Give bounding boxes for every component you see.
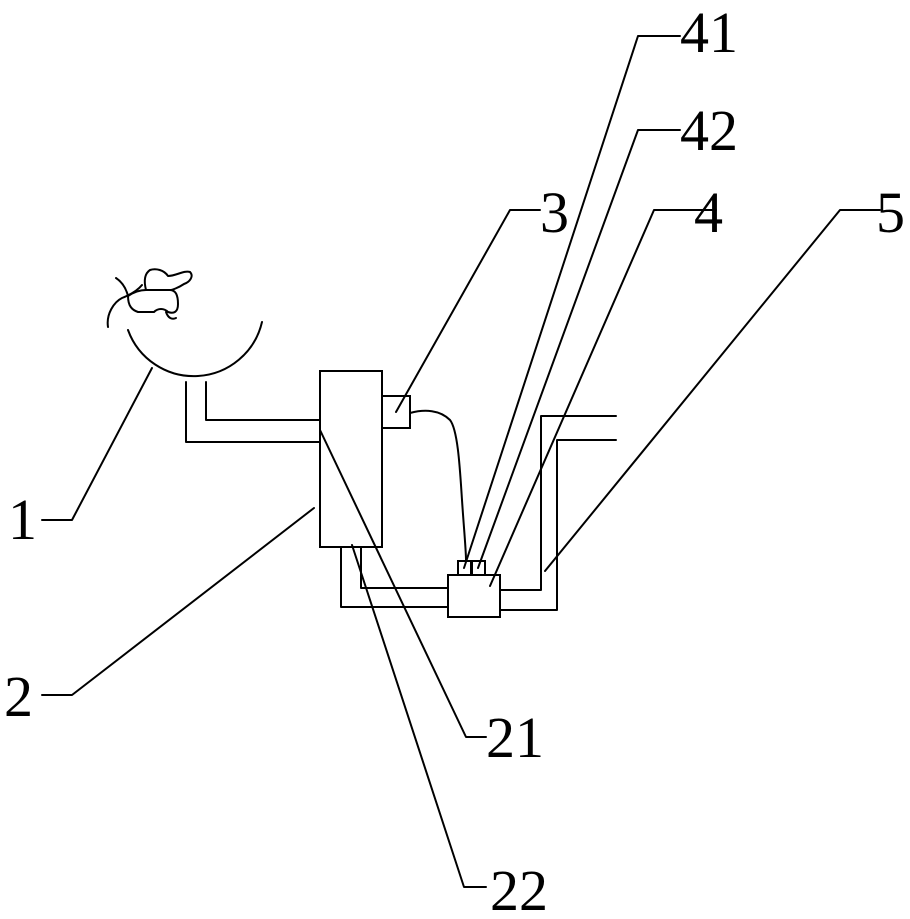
outlet-pipes [340, 546, 449, 608]
basin [127, 321, 263, 378]
sensor-box [381, 395, 411, 429]
faucet-icon [106, 268, 193, 328]
label-22: 22 [490, 858, 548, 919]
label-3: 3 [540, 180, 569, 245]
main-body [319, 370, 383, 548]
label-1: 1 [8, 487, 37, 552]
label-4: 4 [694, 180, 723, 245]
sensor-cable [409, 409, 467, 561]
drain-pipe [185, 381, 321, 443]
label-21: 21 [486, 705, 544, 770]
label-5: 5 [876, 180, 905, 245]
label-41: 41 [680, 0, 738, 65]
label-2: 2 [4, 664, 33, 729]
return-pipe [499, 415, 617, 611]
leader-lines [41, 35, 881, 888]
label-42: 42 [680, 98, 738, 163]
